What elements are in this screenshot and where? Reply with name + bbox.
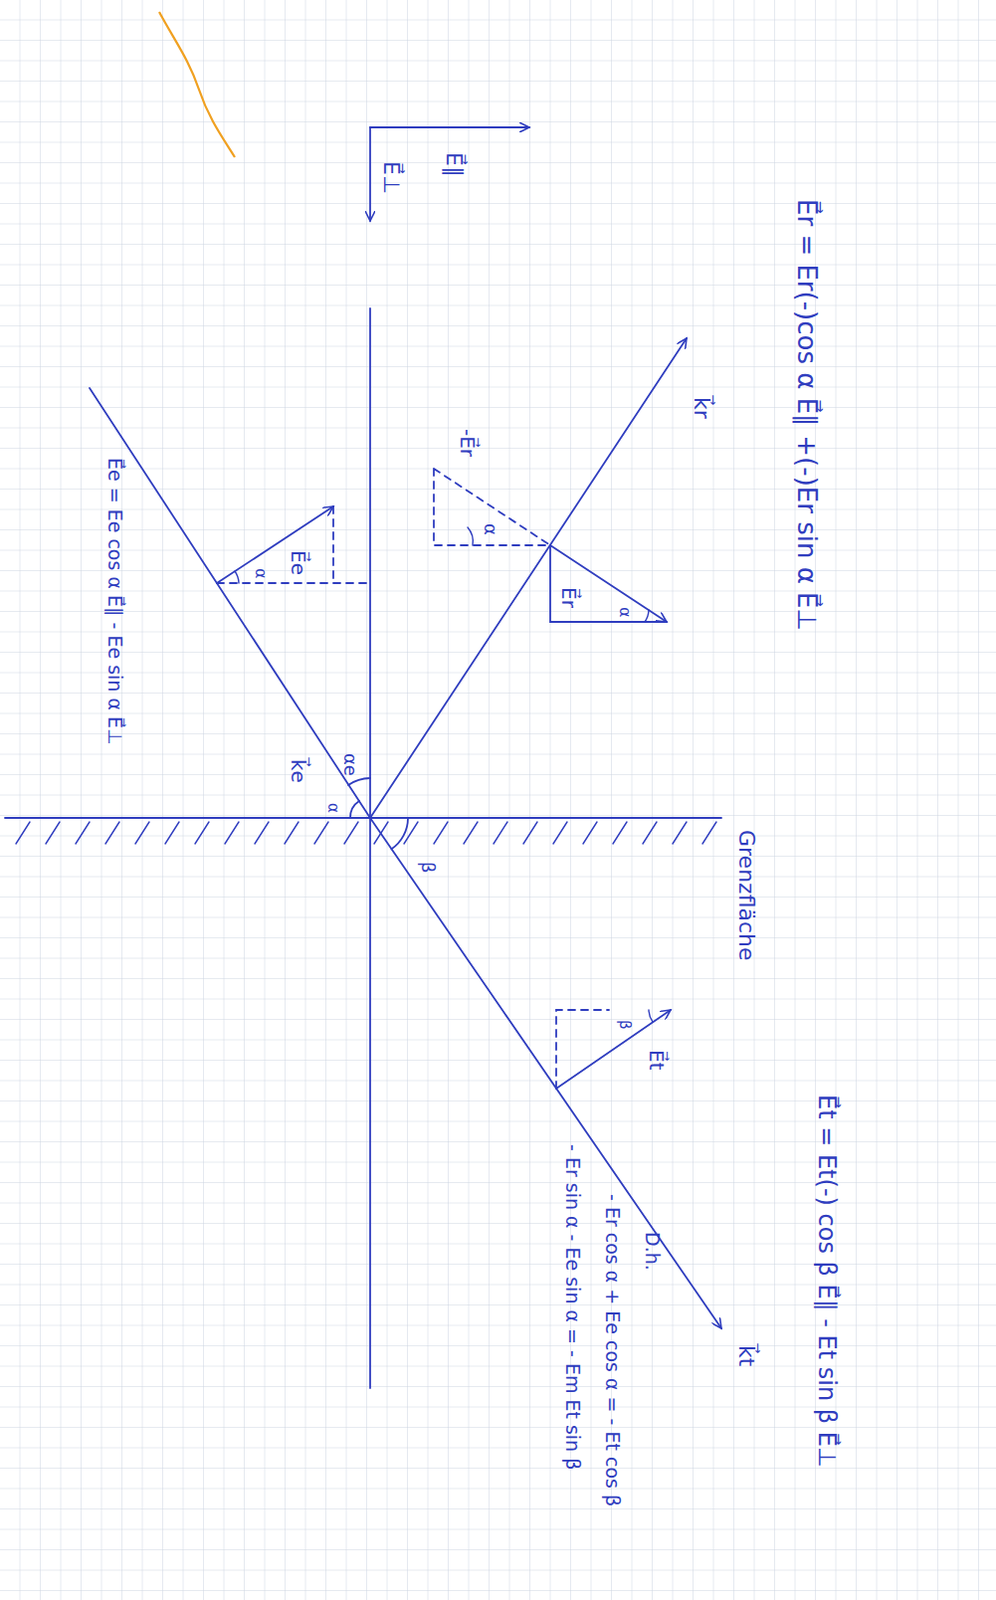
angle-arc — [467, 527, 473, 546]
handwritten-label: β — [615, 1019, 634, 1030]
angle-arc — [644, 609, 649, 622]
handwritten-label: E⃗e — [286, 550, 311, 576]
basis-arrow — [370, 126, 530, 129]
hatching — [15, 821, 717, 844]
handwritten-label: E⃗∥ — [440, 152, 467, 178]
handwritten-label: α — [479, 523, 502, 536]
handwritten-label: E⃗r — [557, 587, 582, 608]
handwritten-label: E⃗e = Ee cos α E⃗∥ - Ee sin α E⃗⊥ — [103, 457, 127, 746]
angle-arc — [350, 800, 360, 818]
handwritten-label: - Er sin α - Ee sin α = - Em Et sin β — [561, 1144, 585, 1470]
handwritten-label: α — [324, 802, 343, 813]
dashed-components — [556, 1009, 609, 1089]
angle-arc — [348, 778, 371, 786]
reflected-ray — [370, 338, 687, 818]
angle-arc — [234, 571, 239, 584]
handwritten-label: E⃗⊥ — [378, 161, 404, 195]
field-vector — [556, 1009, 671, 1089]
transmitted-ray — [370, 817, 722, 1329]
handwritten-label: -E⃗r — [455, 428, 480, 457]
handwritten-label: k⃗t — [733, 1345, 760, 1367]
field-vector — [550, 545, 667, 622]
dashed-components — [216, 506, 371, 584]
dashed-components — [433, 468, 551, 546]
handwritten-label: α — [250, 568, 270, 580]
handwritten-label: - Er cos α + Ee cos α = - Et cos β — [600, 1194, 624, 1507]
basis-arrow — [369, 127, 372, 221]
interface-line — [4, 816, 722, 819]
handwritten-label: k⃗r — [688, 397, 715, 419]
handwritten-label: E⃗t = Et(-) cos β E⃗∥ - Et sin β E⃗⊥ — [811, 1094, 841, 1468]
handwritten-label: Grenzfläche — [733, 829, 760, 962]
field-vector — [216, 506, 334, 584]
orange-stroke — [159, 11, 235, 158]
handwritten-label: E⃗t — [644, 1049, 669, 1070]
component-lines — [550, 545, 667, 622]
handwritten-label: β — [416, 861, 439, 874]
handwritten-label: αe — [339, 753, 362, 777]
angle-arc — [648, 1009, 653, 1022]
handwritten-label: k⃗e — [286, 759, 311, 784]
incident-ray — [89, 388, 371, 818]
normal-line — [369, 308, 372, 1389]
handwritten-label: α — [614, 606, 634, 618]
angle-arc — [392, 817, 409, 849]
handwritten-label: E⃗r = Er(-)cos α E⃗∥ +(-)Er sin α E⃗⊥ — [790, 199, 821, 631]
handwritten-label: D.h. — [640, 1231, 664, 1271]
